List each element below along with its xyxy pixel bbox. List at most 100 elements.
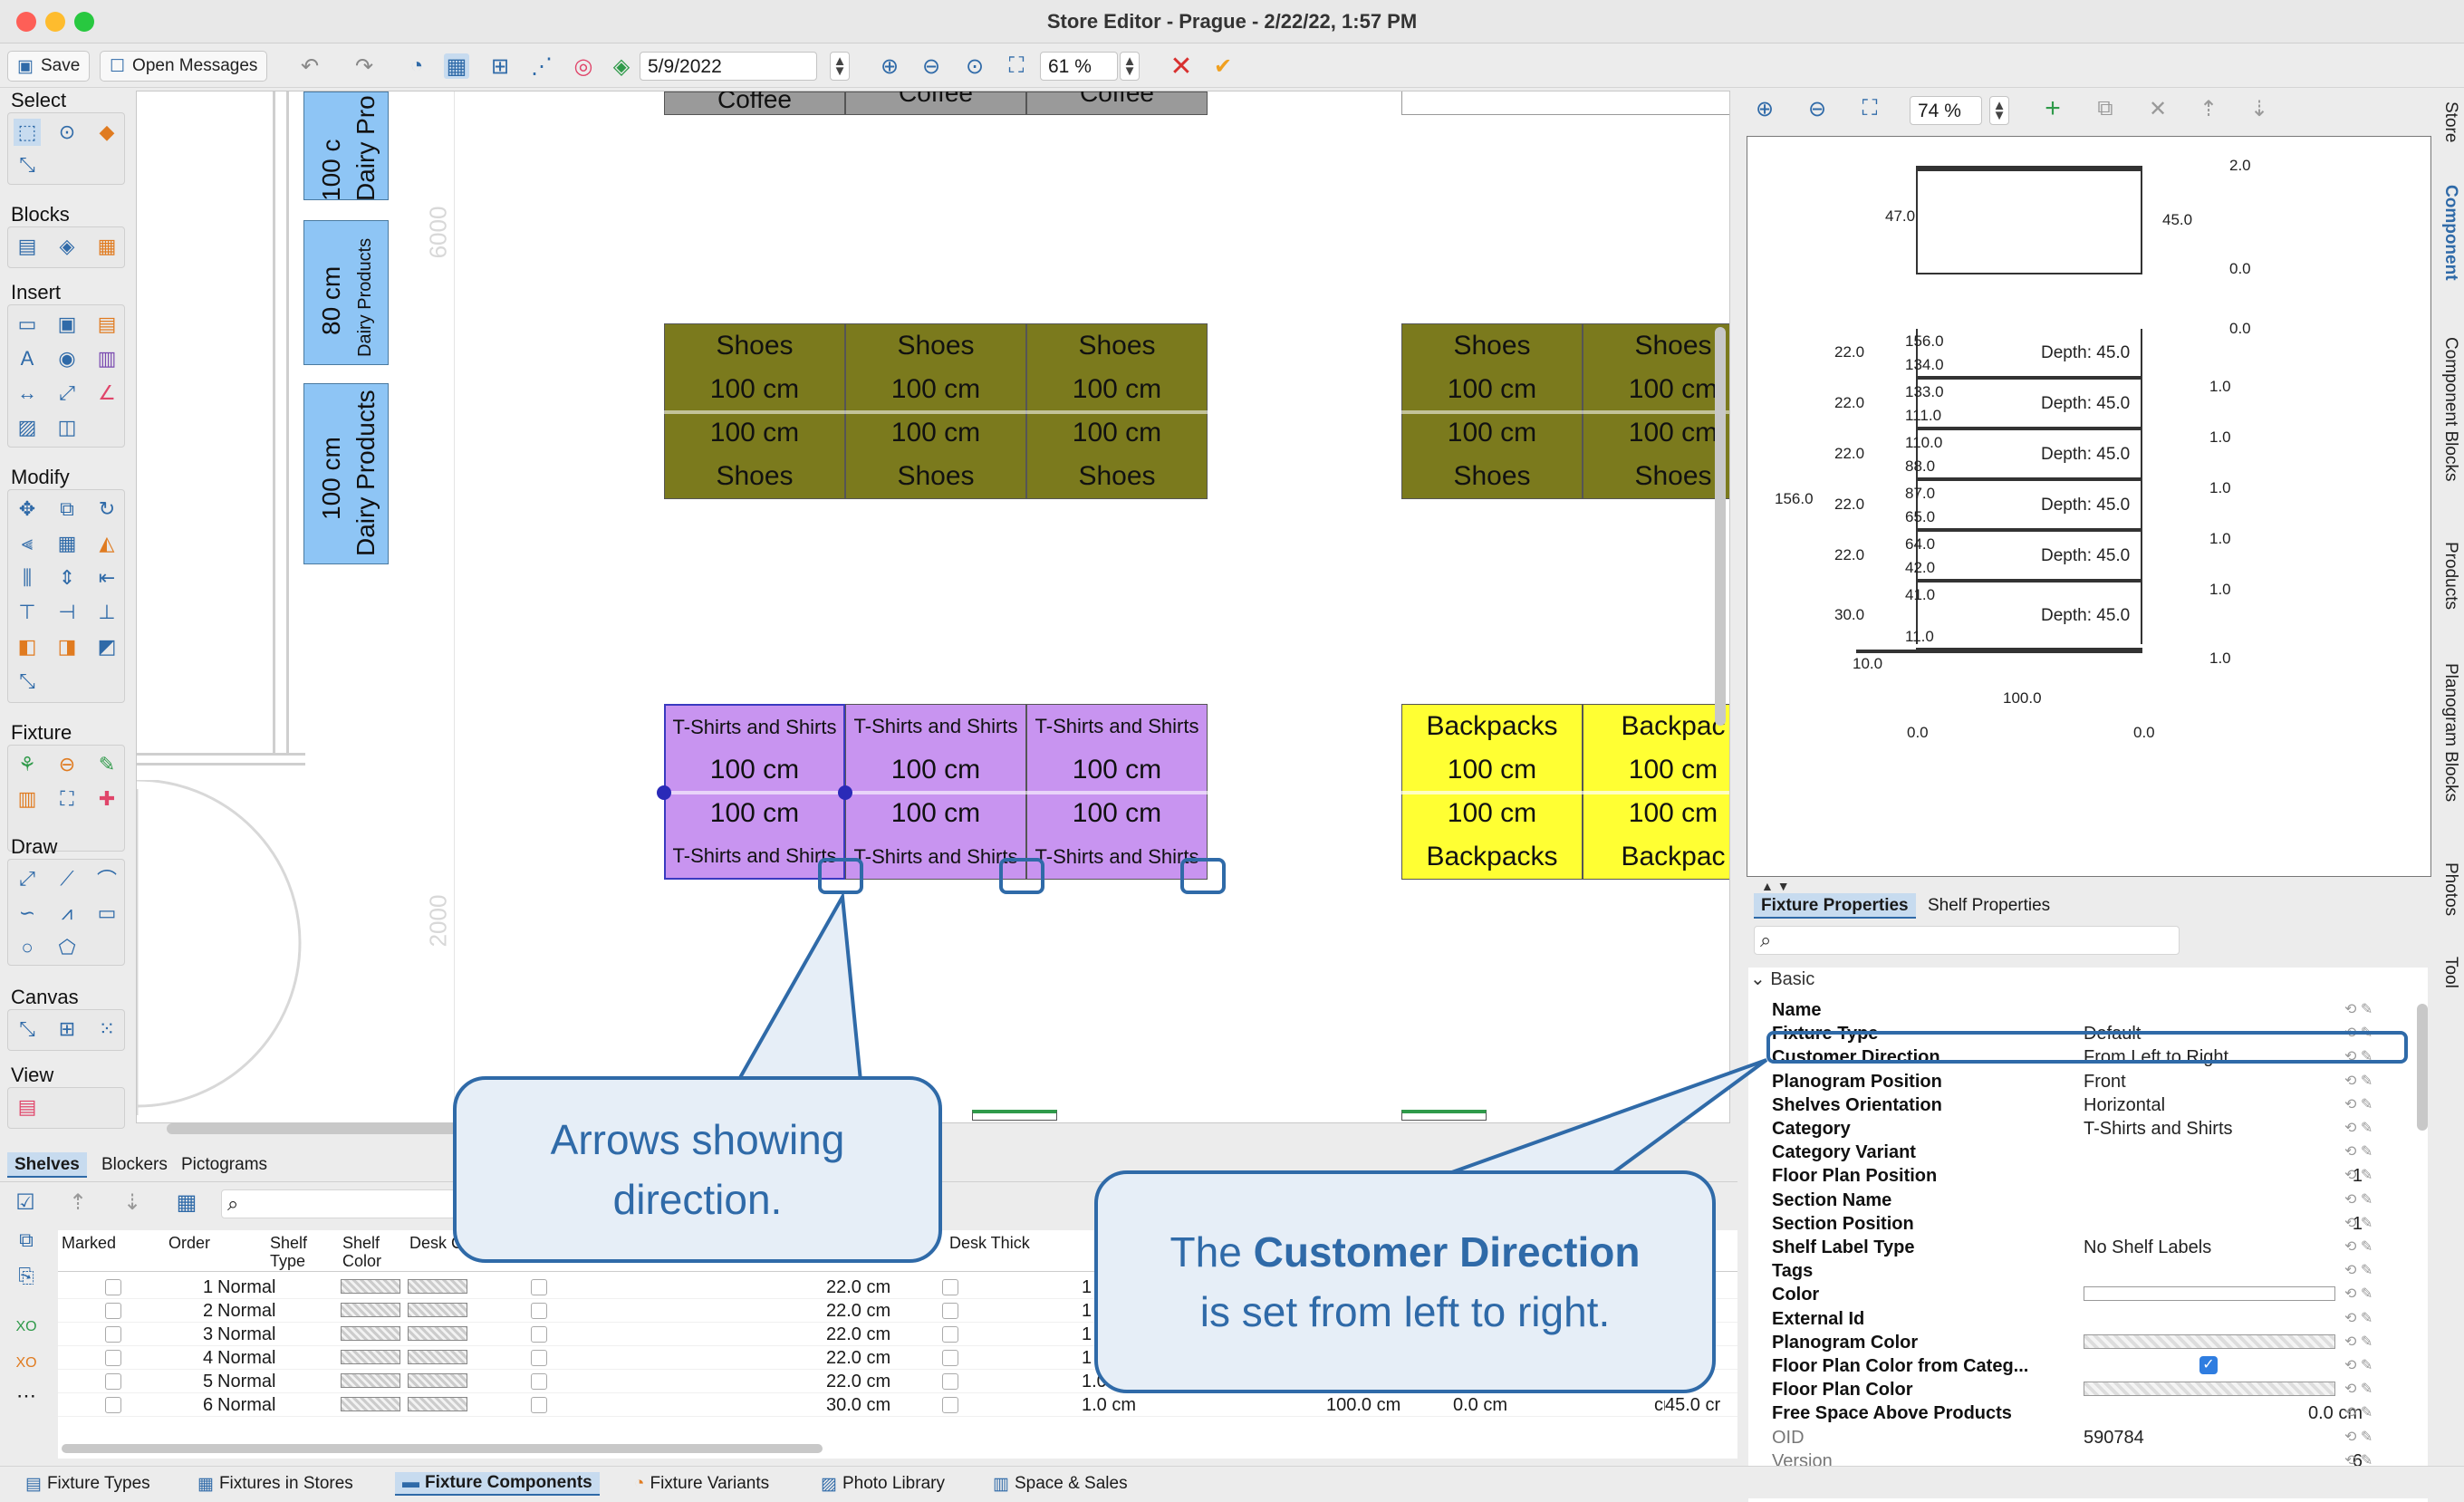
reset-edit-icon[interactable]: ⟲ ✎ <box>2344 1358 2373 1373</box>
align-left-icon[interactable]: ⫷ <box>21 532 34 554</box>
reset-edit-icon[interactable]: ⟲ ✎ <box>2344 1452 2373 1468</box>
table-settings-icon[interactable]: ▦ <box>176 1189 197 1215</box>
select-layer-icon[interactable]: ◆ <box>99 120 115 143</box>
align-middle-icon[interactable]: ⊣ <box>58 601 76 623</box>
distribute-v-icon[interactable]: ⇕ <box>58 566 76 589</box>
column-header[interactable]: Shelf Type <box>270 1234 308 1270</box>
hidden-top-checkbox[interactable] <box>942 1397 958 1413</box>
property-row-name[interactable]: Name⟲ ✎ <box>1748 998 2419 1022</box>
insert-rack-icon[interactable]: ▤ <box>97 313 117 335</box>
tab-photo-library[interactable]: ▨Photo Library <box>821 1474 945 1494</box>
copy-icon[interactable]: ⧉ <box>19 1228 34 1251</box>
reset-edit-icon[interactable]: ⟲ ✎ <box>2344 1191 2373 1208</box>
grid-snap-icon[interactable]: ▦ <box>444 53 469 79</box>
cancel-icon[interactable]: ✕ <box>1169 51 1193 82</box>
reset-edit-icon[interactable]: ⟲ ✎ <box>2344 1121 2373 1136</box>
shelves-search[interactable]: ⌕ <box>221 1189 493 1218</box>
coffee-fixture-1[interactable]: Coffee <box>664 91 845 115</box>
column-header[interactable]: Marked <box>62 1234 117 1252</box>
color-swatch[interactable] <box>2084 1286 2335 1302</box>
preview-zoom-in-icon[interactable]: ⊕ <box>1755 96 1775 121</box>
group-icon[interactable]: ◧ <box>17 635 37 658</box>
section-basic[interactable]: ⌄ Basic <box>1750 969 1815 989</box>
tab-shelf-properties[interactable]: Shelf Properties <box>1928 896 2051 915</box>
draw-polygon-icon[interactable]: ⬠ <box>58 936 76 958</box>
fixture-tree-icon[interactable]: ⚘ <box>18 753 36 775</box>
zoom-fit-icon[interactable]: ⊙ <box>965 53 985 79</box>
hidden-top-checkbox[interactable] <box>942 1326 958 1343</box>
marked-checkbox[interactable] <box>105 1279 121 1295</box>
checklist-icon[interactable]: ☑ <box>15 1189 35 1215</box>
hidden-top-checkbox[interactable] <box>942 1303 958 1319</box>
tile-icon[interactable]: ▦ <box>57 532 77 554</box>
reset-edit-icon[interactable]: ⟲ ✎ <box>2344 1096 2373 1112</box>
insert-camera-icon[interactable]: ◉ <box>58 347 76 370</box>
align-top-icon[interactable]: ⊤ <box>18 601 36 623</box>
green-fixture-edge[interactable] <box>972 1110 1057 1121</box>
draw-line-icon[interactable]: ⤢ <box>19 867 35 890</box>
products-checkbox[interactable] <box>531 1279 547 1295</box>
copy-shelf-icon[interactable]: ⧉ <box>2097 96 2113 120</box>
marked-checkbox[interactable] <box>105 1303 121 1319</box>
shelf-color-swatch[interactable] <box>341 1303 400 1317</box>
hidden-top-checkbox[interactable] <box>942 1350 958 1366</box>
tab-fixture-variants[interactable]: ◔Fixture Variants <box>634 1474 770 1493</box>
hidden-top-checkbox[interactable] <box>942 1279 958 1295</box>
scale-icon[interactable]: ⤡ <box>19 669 35 692</box>
checkbox-checked[interactable]: ✓ <box>2199 1356 2218 1374</box>
shelf-up-icon[interactable]: ⇡ <box>68 1189 88 1215</box>
insert-image-icon[interactable]: ▨ <box>17 416 37 438</box>
xo-icon[interactable]: XO <box>15 1319 37 1334</box>
draw-rect-icon[interactable]: ▭ <box>97 901 117 924</box>
preview-zoom-stepper[interactable]: ▲▼ <box>1989 96 2009 125</box>
fixture-add-icon[interactable]: ✚ <box>98 787 116 810</box>
fixture-outline[interactable] <box>1401 91 1729 115</box>
distribute-h-icon[interactable]: ⫼ <box>22 566 33 589</box>
save-button[interactable]: ▣Save <box>7 51 91 82</box>
draw-curve-icon[interactable]: ∽ <box>18 901 36 924</box>
desk-color-swatch[interactable] <box>408 1326 467 1341</box>
fixture-round-icon[interactable]: ⊖ <box>58 753 76 775</box>
canvas-dots-icon[interactable]: ⁙ <box>98 1017 116 1040</box>
insert-box-icon[interactable]: ▣ <box>57 313 77 335</box>
tab-fixture-components[interactable]: ▬Fixture Components <box>395 1472 600 1496</box>
property-row-floor-plan-color[interactable]: Floor Plan Color⟲ ✎ <box>1748 1378 2419 1401</box>
close-window-button[interactable] <box>16 12 36 32</box>
coffee-fixture-3[interactable]: Coffee <box>1026 91 1208 115</box>
marked-checkbox[interactable] <box>105 1326 121 1343</box>
combine-icon[interactable]: ◩ <box>97 635 117 658</box>
column-header[interactable]: Desk Thick <box>949 1234 1030 1252</box>
properties-scrollbar[interactable] <box>2417 1004 2428 1131</box>
select-point-icon[interactable]: ⊙ <box>58 120 76 143</box>
insert-shelf-icon[interactable]: ▭ <box>17 313 37 335</box>
reset-edit-icon[interactable]: ⟲ ✎ <box>2344 1168 2373 1184</box>
property-row-external-id[interactable]: External Id⟲ ✎ <box>1748 1307 2419 1331</box>
reset-edit-icon[interactable]: ⟲ ✎ <box>2344 1239 2373 1255</box>
preview-zoom-field[interactable]: 74 % <box>1910 96 1982 125</box>
move-down-icon[interactable]: ⇣ <box>2249 96 2269 121</box>
canvas-grid-icon[interactable]: ⊞ <box>58 1017 76 1040</box>
property-row-floor-plan-color-from-categ-[interactable]: Floor Plan Color from Categ...✓⟲ ✎ <box>1748 1354 2419 1378</box>
marked-checkbox[interactable] <box>105 1397 121 1413</box>
snapshot-icon[interactable]: ◎ <box>573 53 593 79</box>
insert-svg-icon[interactable]: ◫ <box>57 416 77 438</box>
open-messages-button[interactable]: ☐Open Messages <box>100 51 268 82</box>
dairy-fixture-1[interactable]: 100 c Dairy Pro <box>303 91 389 201</box>
desk-color-swatch[interactable] <box>408 1350 467 1364</box>
property-row-color[interactable]: Color⟲ ✎ <box>1748 1283 2419 1306</box>
property-row-tags[interactable]: Tags⟲ ✎ <box>1748 1259 2419 1283</box>
block-icon[interactable]: ▤ <box>17 235 37 257</box>
date-stepper[interactable]: ▲▼ <box>830 52 850 81</box>
move-up-icon[interactable]: ⇡ <box>2199 96 2219 121</box>
property-row-planogram-color[interactable]: Planogram Color⟲ ✎ <box>1748 1331 2419 1354</box>
select-arrow-icon[interactable]: ⬚ <box>14 119 41 146</box>
reset-edit-icon[interactable]: ⟲ ✎ <box>2344 1144 2373 1160</box>
tab-pictograms[interactable]: Pictograms <box>181 1155 268 1174</box>
align-edge-icon[interactable]: ⇤ <box>98 566 116 589</box>
